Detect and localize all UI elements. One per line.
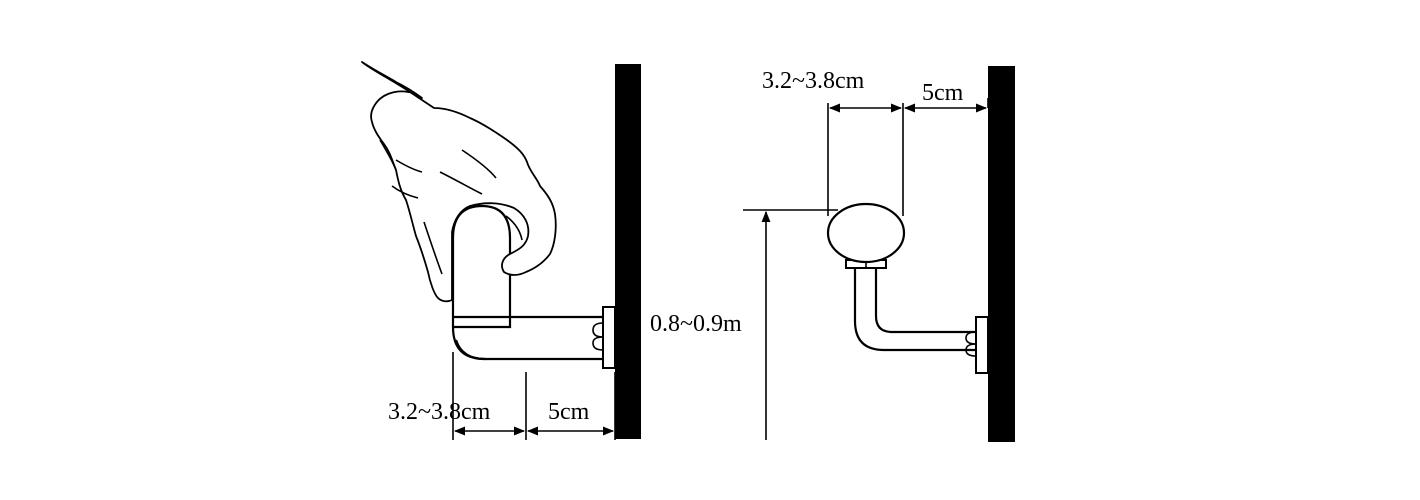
left-bracket-arm xyxy=(451,315,603,361)
right-gap-label: 5cm xyxy=(922,80,964,106)
left-gap-label: 5cm xyxy=(548,399,590,425)
right-width-label: 3.2~3.8cm xyxy=(762,68,865,94)
right-figure: 3.2~3.8cm 5cm 0.8~0.9m xyxy=(650,66,1015,442)
right-bracket-arm xyxy=(853,266,976,352)
right-screws xyxy=(965,331,977,357)
left-wall xyxy=(615,64,641,439)
right-handrail xyxy=(826,202,906,264)
left-mount-plate xyxy=(602,306,616,369)
right-wall xyxy=(988,66,1015,442)
right-mount-plate xyxy=(975,316,989,374)
left-figure: 3.2~3.8cm 5cm xyxy=(361,61,641,440)
right-height-label: 0.8~0.9m xyxy=(650,311,742,337)
left-screws xyxy=(592,322,604,351)
left-handrail-tube xyxy=(451,204,512,329)
hand-illustration xyxy=(361,61,557,303)
left-width-label: 3.2~3.8cm xyxy=(388,399,491,425)
